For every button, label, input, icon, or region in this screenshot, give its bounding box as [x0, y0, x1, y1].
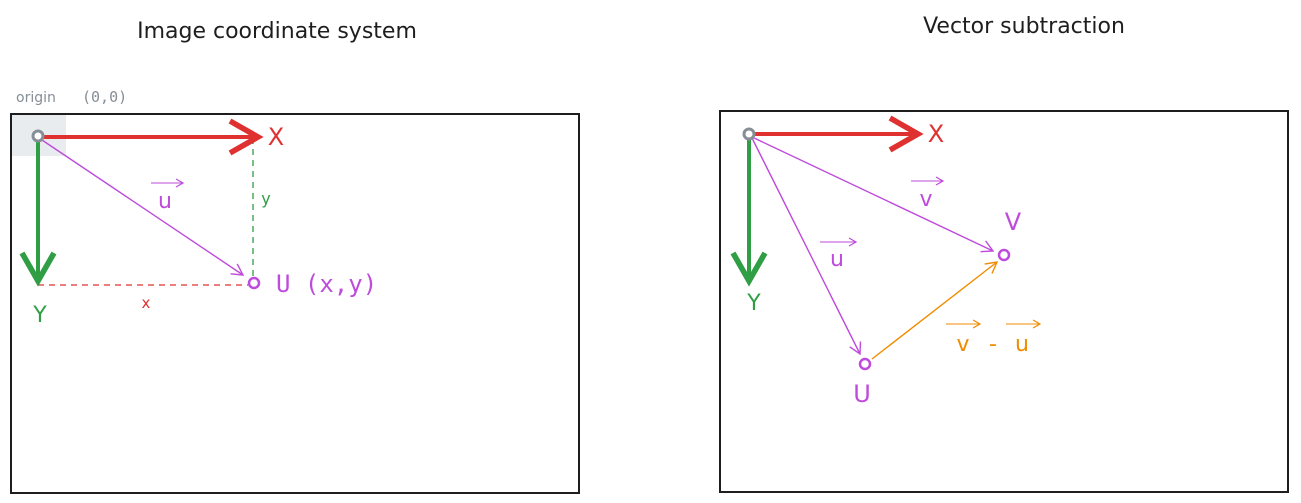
origin-coordinate-label: (0,0)	[82, 88, 127, 106]
point-u	[247, 276, 261, 290]
point-v	[997, 248, 1011, 262]
right-panel-title: Vector subtraction	[923, 14, 1125, 39]
vector-u-label: u	[830, 247, 844, 272]
y-axis-label: Y	[32, 303, 47, 328]
vector-v-label: v	[919, 187, 932, 212]
vector-u-arrow	[41, 139, 245, 276]
difference-u-label: u	[1015, 332, 1029, 357]
vector-u-arrow	[751, 137, 862, 356]
point-v-label: V	[1005, 208, 1022, 236]
point-u	[858, 357, 872, 371]
x-axis-label: X	[268, 123, 284, 151]
image-frame	[719, 110, 1289, 493]
right-panel: Vector subtraction X Y v u v - u V U	[719, 14, 1289, 493]
left-panel-title: Image coordinate system	[137, 19, 417, 44]
difference-minus-label: -	[989, 332, 997, 357]
point-u-label: U (x,y)	[276, 270, 377, 298]
vector-u-label: u	[158, 189, 172, 214]
x-axis-label: X	[928, 120, 944, 148]
point-u-label: U	[853, 380, 871, 408]
difference-v-label: v	[956, 332, 969, 357]
origin-point	[31, 129, 45, 143]
x-distance-label: x	[142, 294, 151, 312]
vector-difference-arrow	[871, 261, 999, 360]
vector-v-arrow	[751, 136, 995, 253]
left-panel: Image coordinate system origin (0,0) x y…	[10, 19, 580, 494]
origin-word-label: origin	[16, 90, 56, 106]
y-distance-label: y	[261, 189, 270, 208]
origin-point	[742, 127, 756, 141]
image-frame	[10, 113, 580, 494]
y-axis-label: Y	[746, 291, 761, 316]
